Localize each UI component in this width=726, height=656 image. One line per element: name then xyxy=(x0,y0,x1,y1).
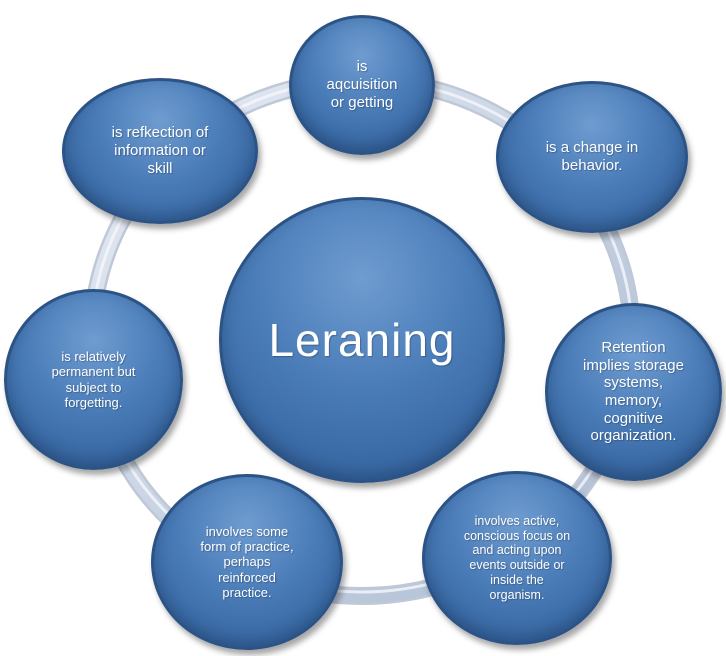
node-acquisition-text: is aqcuisition or getting xyxy=(326,58,398,111)
node-behavior-change-text: is a change in behavior. xyxy=(545,139,639,174)
center-node-learning: Leraning xyxy=(219,197,505,483)
node-active-focus: involves active, conscious focus on and … xyxy=(422,471,612,645)
node-permanence-text: is relatively permanent but subject to f… xyxy=(51,348,136,410)
node-retention: Retention implies storage systems, memor… xyxy=(545,303,722,481)
node-acquisition: is aqcuisition or getting xyxy=(289,15,435,155)
node-active-focus-text: involves active, conscious focus on and … xyxy=(463,513,571,602)
node-permanence: is relatively permanent but subject to f… xyxy=(4,289,183,470)
center-label: Leraning xyxy=(268,313,456,366)
node-behavior-change: is a change in behavior. xyxy=(496,81,688,233)
node-reflection-text: is refkection of information or skill xyxy=(111,124,209,177)
node-practice: involves some form of practice, perhaps … xyxy=(151,474,343,650)
node-reflection: is refkection of information or skill xyxy=(62,78,258,224)
node-retention-text: Retention implies storage systems, memor… xyxy=(583,338,684,445)
node-practice-text: involves some form of practice, perhaps … xyxy=(200,523,294,600)
